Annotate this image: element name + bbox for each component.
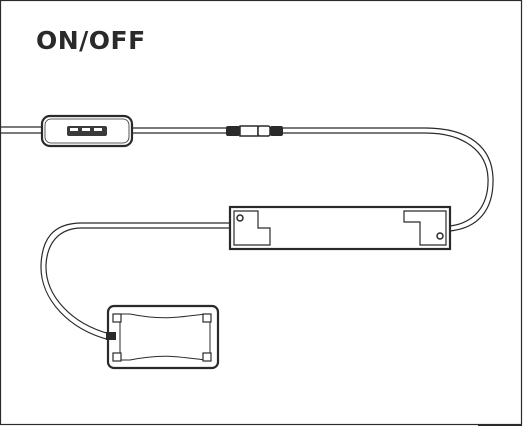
input-cable [0, 126, 44, 134]
cable-connector [226, 125, 283, 137]
diagram-title: ON/OFF [36, 26, 146, 55]
cable-switch-to-connector [132, 127, 228, 134]
junction-box [106, 304, 220, 370]
cable-driver-to-box [40, 222, 230, 341]
cable-connector-to-driver [283, 127, 494, 232]
inline-switch [40, 114, 134, 148]
led-driver [228, 205, 452, 251]
switch-button-icon [67, 126, 107, 136]
screw-icon [436, 232, 444, 240]
cable-gland-icon [106, 332, 116, 340]
screw-icon [236, 214, 244, 222]
